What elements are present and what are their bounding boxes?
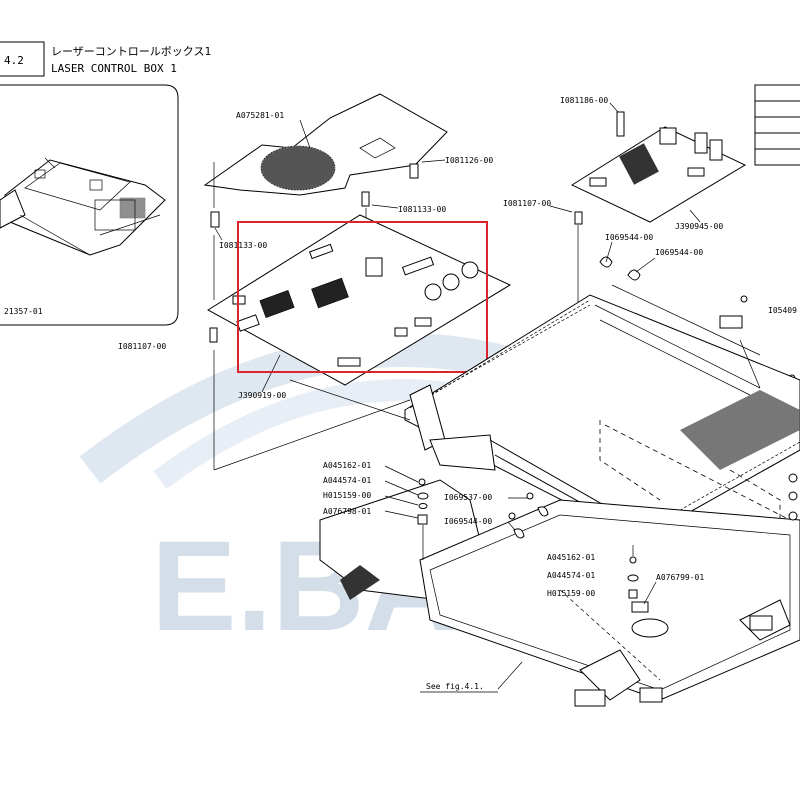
right-edge-fasteners	[788, 473, 798, 521]
standoff-i081186	[616, 111, 625, 137]
callout-i05409: I05409	[768, 306, 797, 315]
heatsink	[619, 143, 659, 185]
pcb-relay	[659, 127, 677, 145]
pcb-connector-1	[424, 283, 442, 301]
callout-i081133-left: I081133-00	[219, 241, 267, 250]
pcb-connector-2	[442, 273, 460, 291]
base-dashed-outline	[599, 420, 791, 560]
callout-i081107-left: I081107-00	[118, 342, 166, 351]
chassis-vent	[680, 390, 800, 470]
callout-i069544-a: I069544-00	[605, 233, 653, 242]
callout-j390945: J390945-00	[675, 222, 723, 231]
highlight-box	[237, 221, 488, 373]
callout-a045162-right: A045162-01	[547, 553, 595, 562]
callout-i069544-c: I069544-00	[444, 517, 492, 526]
top-cover-plate	[203, 93, 448, 196]
inset-overview: 21357-01	[0, 84, 179, 326]
callout-a075281: A075281-01	[236, 111, 284, 120]
see-figure-link[interactable]: See fig.4.1.	[426, 682, 484, 691]
figure-number: 4.2	[4, 54, 24, 67]
pcb-chip-left	[259, 290, 295, 318]
callout-i069537: I069537-00	[444, 493, 492, 502]
callout-a076799: A076799-01	[656, 573, 704, 582]
pcb-chip-right	[311, 277, 349, 309]
callout-a076798: A076798-01	[323, 507, 371, 516]
callout-i081133-right: I081133-00	[398, 205, 446, 214]
main-pcb	[207, 214, 512, 386]
base-plate	[319, 479, 800, 707]
vent-grille	[260, 145, 336, 191]
bracket-i05409	[719, 315, 743, 329]
callout-a044574-left: A044574-01	[323, 476, 371, 485]
callout-i069544-b: I069544-00	[655, 248, 703, 257]
fastener-stack-right	[627, 545, 639, 599]
callout-a045162-left: A045162-01	[323, 461, 371, 470]
callout-a044574-right: A044574-01	[547, 571, 595, 580]
callout-j390919: J390919-00	[238, 391, 286, 400]
callout-h015159-right: H015159-00	[547, 589, 595, 598]
callout-i081126: I081126-00	[445, 156, 493, 165]
pcb-transformer	[365, 257, 383, 277]
inset-part-number: 21357-01	[4, 307, 43, 316]
secondary-pcb	[570, 111, 747, 225]
fastener-stack-left	[417, 478, 429, 560]
chassis-box	[404, 294, 800, 541]
callout-i081186: I081186-00	[560, 96, 608, 105]
figure-number-box	[0, 41, 45, 77]
callout-h015159-left: H015159-00	[323, 491, 371, 500]
bracket-a076799	[631, 601, 649, 613]
pcb-connector-3	[461, 261, 479, 279]
clip-parts-middle	[508, 492, 549, 539]
callout-i081107-right: I081107-00	[503, 199, 551, 208]
figure-title-en: LASER CONTROL BOX 1	[51, 62, 177, 75]
inset-assembly-drawing	[0, 157, 166, 256]
revision-table	[754, 84, 800, 166]
figure-header: 4.2 レーザーコントロールボックス1 LASER CONTROL BOX 1	[0, 41, 211, 77]
figure-title-jp: レーザーコントロールボックス1	[51, 45, 211, 58]
